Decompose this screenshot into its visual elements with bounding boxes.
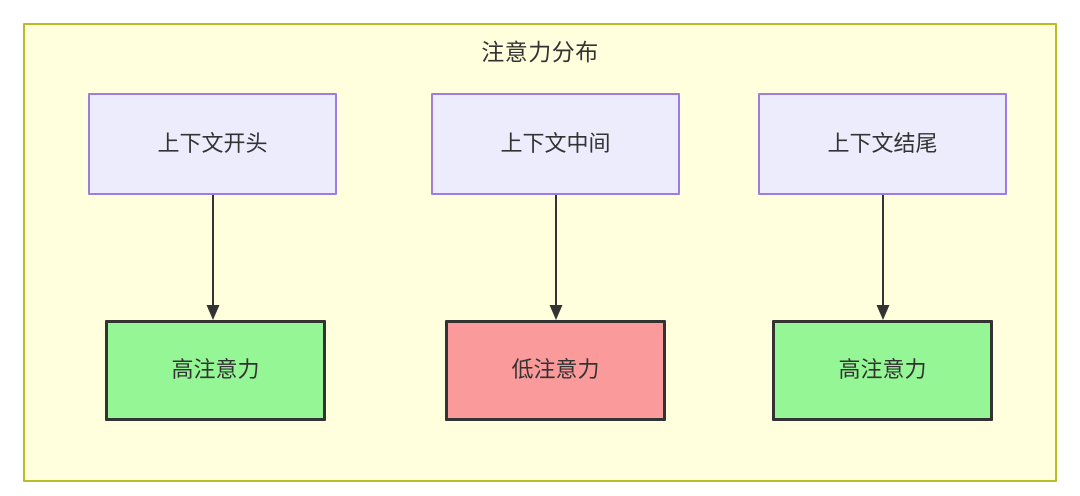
arrow-start-to-attention (206, 195, 220, 323)
context-node-start-label: 上下文开头 (157, 130, 268, 156)
attention-distribution-subgraph: 注意力分布 上下文开头 高注意力 上下文中间 低注意力 (23, 23, 1057, 482)
context-node-middle-label: 上下文中间 (500, 130, 611, 156)
attention-node-high-end-label: 高注意力 (838, 357, 927, 383)
arrow-down-icon (876, 195, 890, 320)
arrow-middle-to-attention (549, 195, 563, 323)
attention-node-high-start[interactable]: 高注意力 (105, 320, 326, 421)
context-node-middle[interactable]: 上下文中间 (431, 93, 680, 195)
arrow-down-icon (549, 195, 563, 320)
attention-node-low-middle[interactable]: 低注意力 (445, 320, 666, 421)
arrow-down-icon (206, 195, 220, 320)
attention-node-low-middle-label: 低注意力 (511, 357, 600, 383)
arrow-end-to-attention (876, 195, 890, 323)
attention-node-high-start-label: 高注意力 (171, 357, 260, 383)
context-node-end[interactable]: 上下文结尾 (758, 93, 1007, 195)
attention-node-high-end[interactable]: 高注意力 (772, 320, 993, 421)
context-node-start[interactable]: 上下文开头 (88, 93, 337, 195)
subgraph-title: 注意力分布 (481, 39, 599, 65)
context-node-end-label: 上下文结尾 (827, 130, 938, 156)
